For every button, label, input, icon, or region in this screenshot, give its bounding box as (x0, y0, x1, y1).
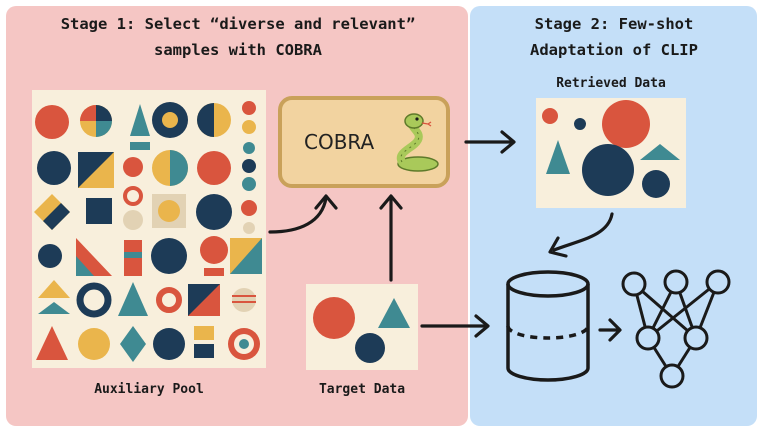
arrow-retrieved-to-database (552, 212, 614, 252)
cobra-label: COBRA (304, 130, 375, 154)
retrieved-data-shapes (542, 100, 680, 198)
auxiliary-pool-label: Auxiliary Pool (94, 382, 204, 397)
arrow-cobra-to-retrieved-head (500, 130, 516, 154)
stage2-title-line1: Stage 2: Few-shot (534, 15, 694, 33)
target-data-image (306, 284, 418, 370)
target-data-shapes (313, 297, 410, 363)
neural-network-icon (621, 269, 731, 389)
arrow-target-to-cobra-head (379, 194, 403, 210)
auxiliary-pool-image (32, 90, 266, 368)
target-data-label: Target Data (318, 382, 406, 397)
cobra-box: COBRA (278, 96, 450, 188)
database-icon (506, 270, 590, 382)
arrow-target-to-database-head (474, 314, 490, 338)
stage1-title-line1: Stage 1: Select “diverse and relevant” (60, 15, 416, 33)
arrow-pool-to-cobra (268, 196, 328, 234)
auxiliary-pool-shapes (34, 101, 262, 362)
stage2-title-line2: Adaptation of CLIP (530, 41, 698, 59)
stage1-title-line2: samples with COBRA (154, 41, 322, 59)
snake-icon (396, 113, 439, 172)
retrieved-data-image (536, 98, 686, 208)
retrieved-data-label: Retrieved Data (556, 76, 666, 91)
arrow-retrieved-to-database-head (548, 236, 568, 258)
arrow-database-to-network-head (608, 318, 622, 342)
stage2-panel (470, 6, 757, 426)
arrow-pool-to-cobra-head (314, 194, 338, 210)
